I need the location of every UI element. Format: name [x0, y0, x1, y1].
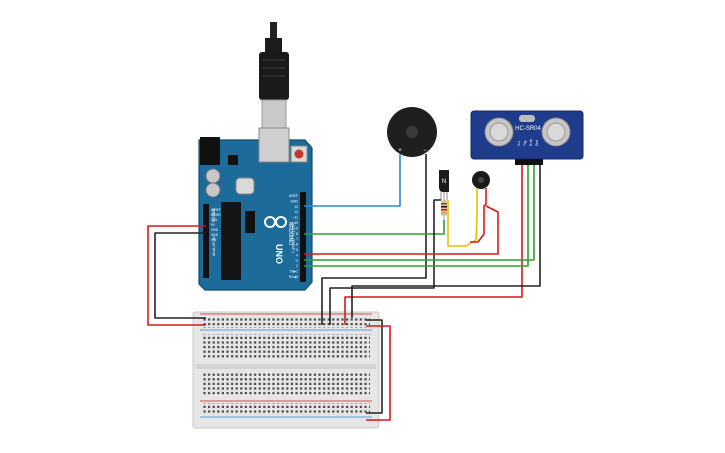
power-pin-label: 3.3V — [211, 218, 218, 222]
top-rail-b[interactable] — [202, 323, 370, 328]
bottom-rail-b[interactable] — [202, 410, 370, 415]
power-header — [203, 204, 209, 278]
digital-pin-label: GND — [290, 199, 298, 203]
sensor-pin-label: Echo — [529, 139, 533, 146]
transistor-label: N — [442, 179, 446, 185]
digital-pin-label: ~6 — [294, 243, 298, 247]
digital-pin-label: 8 — [296, 232, 298, 236]
wire-rail-bridge-red[interactable] — [366, 325, 391, 421]
sensor-pin-label: Gnd — [535, 140, 539, 146]
wire-transistor-base-green[interactable] — [304, 220, 445, 235]
wire-motor-yellow[interactable] — [447, 188, 478, 247]
sensor-pin-label: Vcc — [517, 140, 521, 146]
buzzer-minus-label: − — [423, 148, 427, 154]
usb-cable[interactable] — [259, 22, 289, 131]
digital-pin-label: ~9 — [294, 226, 298, 230]
power-jack — [200, 137, 220, 165]
board-brand: UNO — [274, 244, 284, 264]
digital-pin-label: ~11 — [293, 216, 299, 220]
wires — [147, 154, 541, 421]
sensor-pin-label: Trig — [523, 140, 527, 146]
arduino-uno-board[interactable]: UNO ARDUINO DIGITAL (PWM~) ANALOG IN POW… — [198, 127, 313, 291]
power-pin-label: GND — [211, 228, 219, 232]
bottom-rail-a[interactable] — [202, 403, 370, 408]
digital-pin-label: RX◀0 — [289, 275, 298, 279]
wire-motor-red[interactable] — [470, 188, 487, 243]
digital-pin-label: ~5 — [294, 248, 298, 252]
wire-5v-red[interactable] — [147, 225, 206, 326]
analog-section-label: ANALOG IN — [212, 236, 216, 256]
npn-transistor[interactable]: N — [439, 170, 449, 200]
wire-gnd-black[interactable] — [154, 232, 206, 319]
power-section-label: POWER — [212, 208, 216, 222]
wire-transistor-gnd-black[interactable] — [329, 199, 441, 325]
center-channel — [196, 364, 376, 369]
top-rail-a[interactable] — [202, 316, 370, 321]
atmega-chip — [221, 202, 241, 280]
digital-section-label: DIGITAL (PWM~) — [291, 222, 296, 254]
digital-pin-label: 12 — [294, 210, 298, 214]
piezo-buzzer[interactable]: + − — [387, 107, 437, 157]
wire-sensor-echo-green[interactable] — [304, 165, 535, 261]
breadboard[interactable] — [192, 311, 380, 429]
wire-sensor-trig-green[interactable] — [304, 165, 529, 267]
digital-pin-label: 4 — [296, 253, 298, 257]
terminal-strip-bottom[interactable] — [202, 372, 370, 396]
wire-buzzer-signal-blue[interactable] — [304, 154, 401, 207]
digital-pin-label: AREF — [289, 194, 298, 198]
digital-header — [300, 192, 306, 282]
power-pin-label: 5V — [211, 223, 216, 227]
board-model: ARDUINO — [287, 222, 293, 245]
usb-port — [258, 127, 290, 163]
power-pin-label: RESET — [211, 213, 222, 217]
power-pin-label: VIN — [211, 238, 217, 242]
arduino-logo — [264, 216, 287, 228]
terminal-strip-top[interactable] — [202, 334, 370, 358]
wire-buzzer-gnd-black[interactable] — [321, 154, 427, 325]
digital-pin-label: 7 — [296, 237, 298, 241]
buzzer-plus-label: + — [398, 148, 402, 154]
power-pin-label: IOREF — [211, 208, 221, 212]
digital-pin-label: 2 — [296, 264, 298, 268]
power-pin-label: GND — [211, 233, 219, 237]
wire-sensor-gnd-black[interactable] — [351, 165, 541, 318]
digital-pin-label: ~3 — [294, 259, 298, 263]
wire-red-extra[interactable] — [304, 205, 499, 255]
digital-pin-label: 13 — [294, 205, 298, 209]
sensor-label: HC-SR04 — [515, 126, 541, 132]
vibration-motor[interactable] — [472, 171, 490, 189]
wire-rail-bridge-black[interactable] — [366, 319, 383, 414]
digital-pin-label: TX▶1 — [289, 270, 298, 274]
wire-sensor-vcc-red[interactable] — [344, 165, 523, 325]
resistor[interactable] — [441, 196, 447, 220]
digital-pin-label: ~10 — [292, 221, 298, 225]
